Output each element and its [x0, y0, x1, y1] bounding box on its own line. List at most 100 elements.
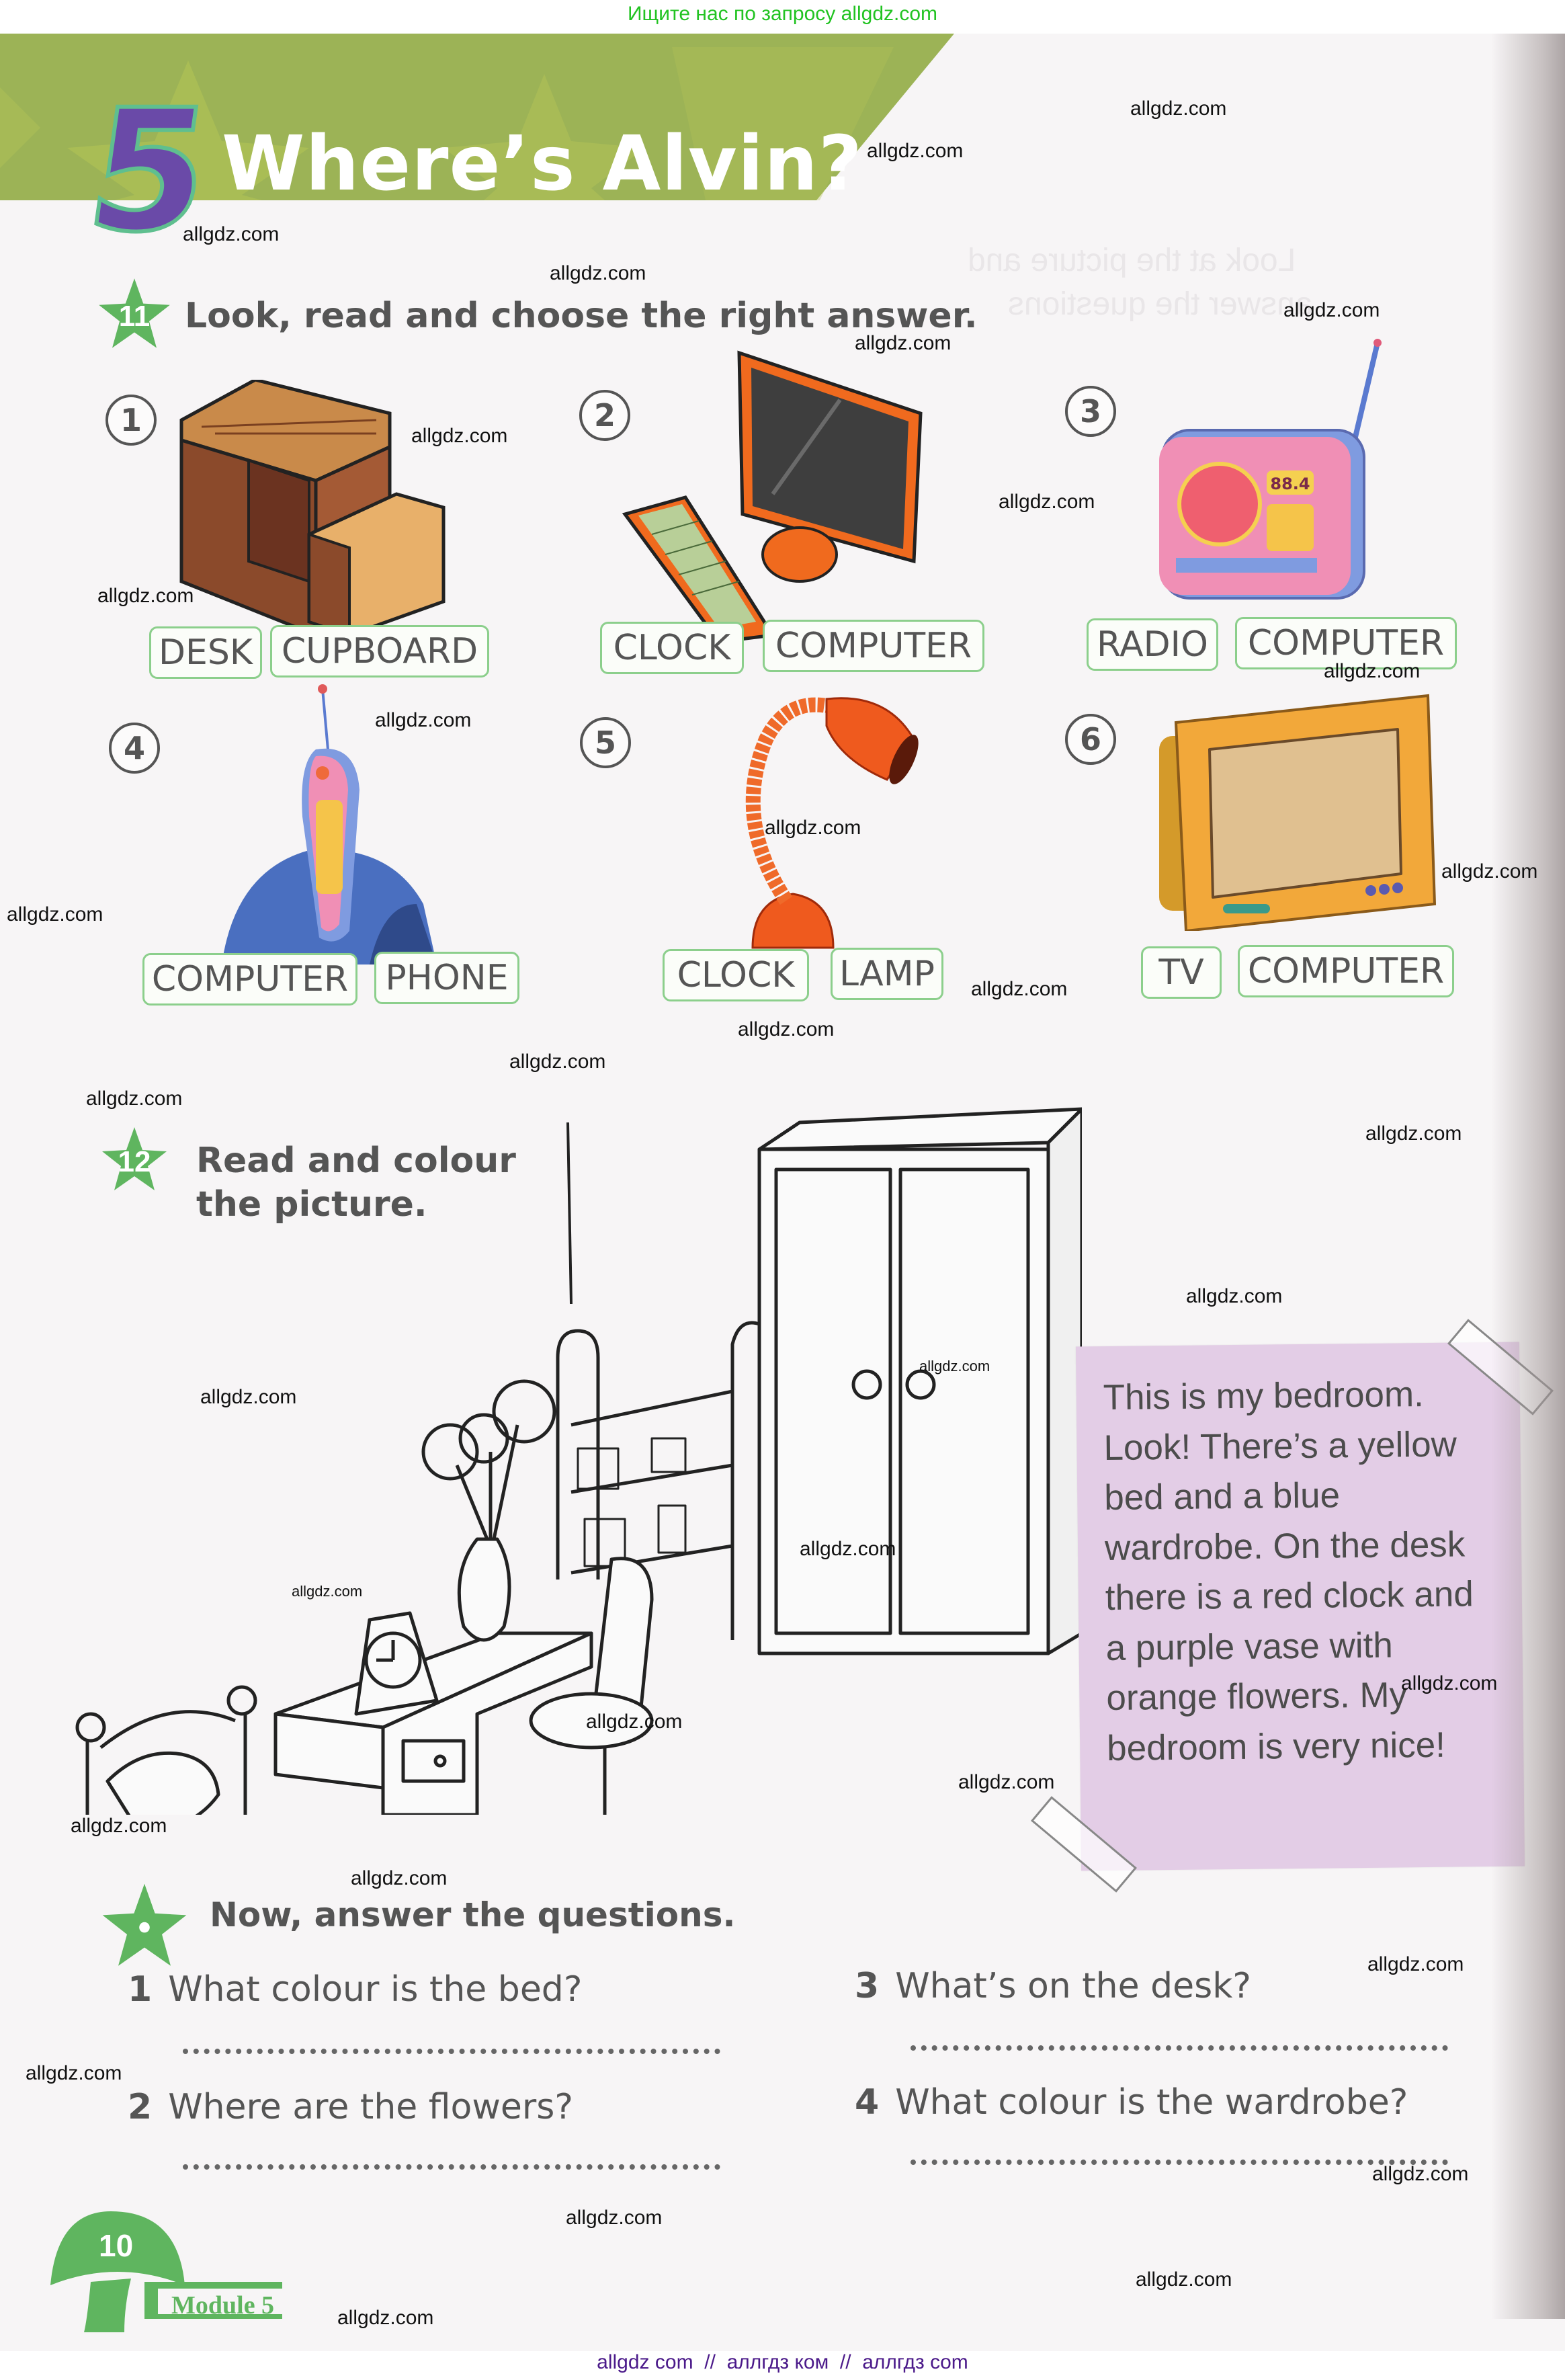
question-number: 1 [128, 1969, 153, 2010]
exercise-number: 12 [118, 1145, 151, 1178]
clock [354, 1611, 439, 1716]
unit-title: Where’s Alvin? [222, 120, 863, 208]
bottom-links[interactable]: allgdz com // аллгдз ком // аллгдз com [597, 2351, 968, 2373]
bleed-through-text: Look at the picture and [968, 243, 1296, 278]
option-cupboard-button[interactable]: CUPBOARD [270, 625, 489, 678]
watermark: allgdz.com [200, 1386, 297, 1408]
wardrobe [757, 1107, 1084, 1655]
option-tv-button[interactable]: TV [1141, 946, 1222, 999]
lamp-picture [712, 686, 941, 954]
option-clock-button[interactable]: CLOCK [600, 622, 744, 674]
star-icon [99, 278, 170, 348]
phone-picture [215, 682, 484, 971]
radio-picture: 88.4 [1156, 336, 1398, 605]
answer-instruction: Now, answer the questions. [210, 1895, 736, 1934]
watermark: allgdz.com [1372, 2163, 1469, 2185]
watermark: allgdz.com [919, 1358, 990, 1374]
option-phone-button[interactable]: PHONE [374, 952, 519, 1004]
watermark: allgdz.com [738, 1018, 835, 1040]
phone-icon [222, 684, 437, 965]
cupboard-picture [175, 378, 457, 638]
bedroom-description-note: This is my bedroom. Look! There’s a yell… [1075, 1342, 1525, 1871]
cupboard-icon [179, 378, 446, 638]
question-text: What colour is the bed? [168, 1969, 583, 2010]
instruction-line-1: Read and colour [196, 1141, 516, 1181]
item-2-number: 2 [579, 390, 630, 441]
watermark: allgdz.com [586, 1711, 683, 1733]
watermark: allgdz.com [855, 332, 951, 354]
watermark: allgdz.com [411, 425, 508, 447]
desk [273, 1631, 593, 1817]
page-number: 10 [99, 2228, 134, 2263]
option-computer-button[interactable]: COMPUTER [1235, 617, 1457, 669]
tv-icon [1159, 694, 1437, 933]
question-3: 3 What’s on the desk? [855, 1966, 1251, 2006]
question-number: 4 [855, 2082, 880, 2123]
question-1: 1 What colour is the bed? [128, 1969, 582, 2010]
item-5-number: 5 [580, 717, 631, 768]
watermark: allgdz.com [971, 978, 1068, 1000]
unit-banner [0, 34, 954, 200]
exercise-11-instruction: Look, read and choose the right answer. [185, 296, 978, 336]
watermark: allgdz.com [1401, 1672, 1498, 1694]
page-number-badge: 10 Module 5 [50, 2211, 282, 2336]
mushroom-icon [50, 2211, 282, 2332]
question-4: 4 What colour is the wardrobe? [855, 2082, 1408, 2123]
note-text: This is my bedroom. Look! There’s a yell… [1103, 1374, 1474, 1768]
computer-icon [622, 350, 923, 644]
instruction-line-2: the picture. [196, 1184, 427, 1225]
watermark: allgdz.com [7, 903, 103, 926]
watermark: allgdz.com [566, 2207, 663, 2229]
question-number: 2 [128, 2087, 153, 2127]
answer-1-input[interactable] [183, 2043, 720, 2054]
watermark: allgdz.com [71, 1815, 167, 1837]
watermark: allgdz.com [1324, 660, 1421, 682]
question-text: What colour is the wardrobe? [895, 2082, 1408, 2123]
watermark: allgdz.com [1130, 97, 1227, 120]
vase-with-flowers [421, 1379, 556, 1642]
option-clock-button[interactable]: CLOCK [663, 949, 809, 1001]
exercise-11-star-badge: 11 [97, 277, 171, 351]
watermark: allgdz.com [1186, 1285, 1283, 1307]
star-icon [102, 1127, 167, 1190]
answer-2-input[interactable] [183, 2159, 720, 2170]
watermark: allgdz.com [337, 2307, 434, 2329]
question-number: 3 [855, 1966, 880, 2006]
computer-picture [618, 339, 968, 644]
option-radio-button[interactable]: RADIO [1087, 618, 1218, 671]
watermark: allgdz.com [97, 585, 194, 607]
watermark: allgdz.com [292, 1583, 363, 1600]
item-6-number: 6 [1065, 714, 1116, 765]
item-4-number: 4 [109, 723, 160, 774]
watermark: allgdz.com [1283, 299, 1380, 321]
exercise-number: 11 [118, 300, 151, 333]
option-computer-button[interactable]: COMPUTER [763, 620, 984, 672]
answer-3-input[interactable] [911, 2040, 1448, 2051]
bleed-through-text: answer the questions [1008, 286, 1313, 322]
exercise-12-star-badge: 12 [101, 1126, 168, 1193]
module-label: Module 5 [171, 2291, 275, 2320]
watermark: allgdz.com [867, 140, 964, 162]
page-gutter-shadow [1491, 34, 1565, 2319]
answer-4-input[interactable] [911, 2154, 1448, 2165]
option-lamp-button[interactable]: LAMP [831, 948, 943, 1000]
watermark: allgdz.com [1136, 2268, 1232, 2291]
watermark: allgdz.com [26, 2062, 122, 2084]
watermark: allgdz.com [999, 491, 1095, 513]
item-1-number: 1 [105, 395, 157, 446]
watermark: allgdz.com [1365, 1122, 1462, 1145]
top-search-link[interactable]: Ищите нас по запросу allgdz.com [627, 3, 938, 25]
bedroom-colouring-picture[interactable] [60, 1075, 1084, 2084]
answer-star-badge [101, 1882, 188, 1969]
question-text: What’s on the desk? [895, 1966, 1251, 2006]
watermark: allgdz.com [958, 1771, 1055, 1793]
option-desk-button[interactable]: DESK [149, 626, 262, 679]
chair [529, 1557, 654, 1828]
question-text: Where are the flowers? [168, 2087, 573, 2127]
watermark: allgdz.com [800, 1538, 896, 1560]
option-computer-button[interactable]: COMPUTER [1238, 945, 1454, 997]
watermark: allgdz.com [550, 262, 646, 284]
banner-background [0, 34, 954, 200]
option-computer-button[interactable]: COMPUTER [142, 953, 357, 1006]
radio-display: 88.4 [1270, 475, 1310, 493]
